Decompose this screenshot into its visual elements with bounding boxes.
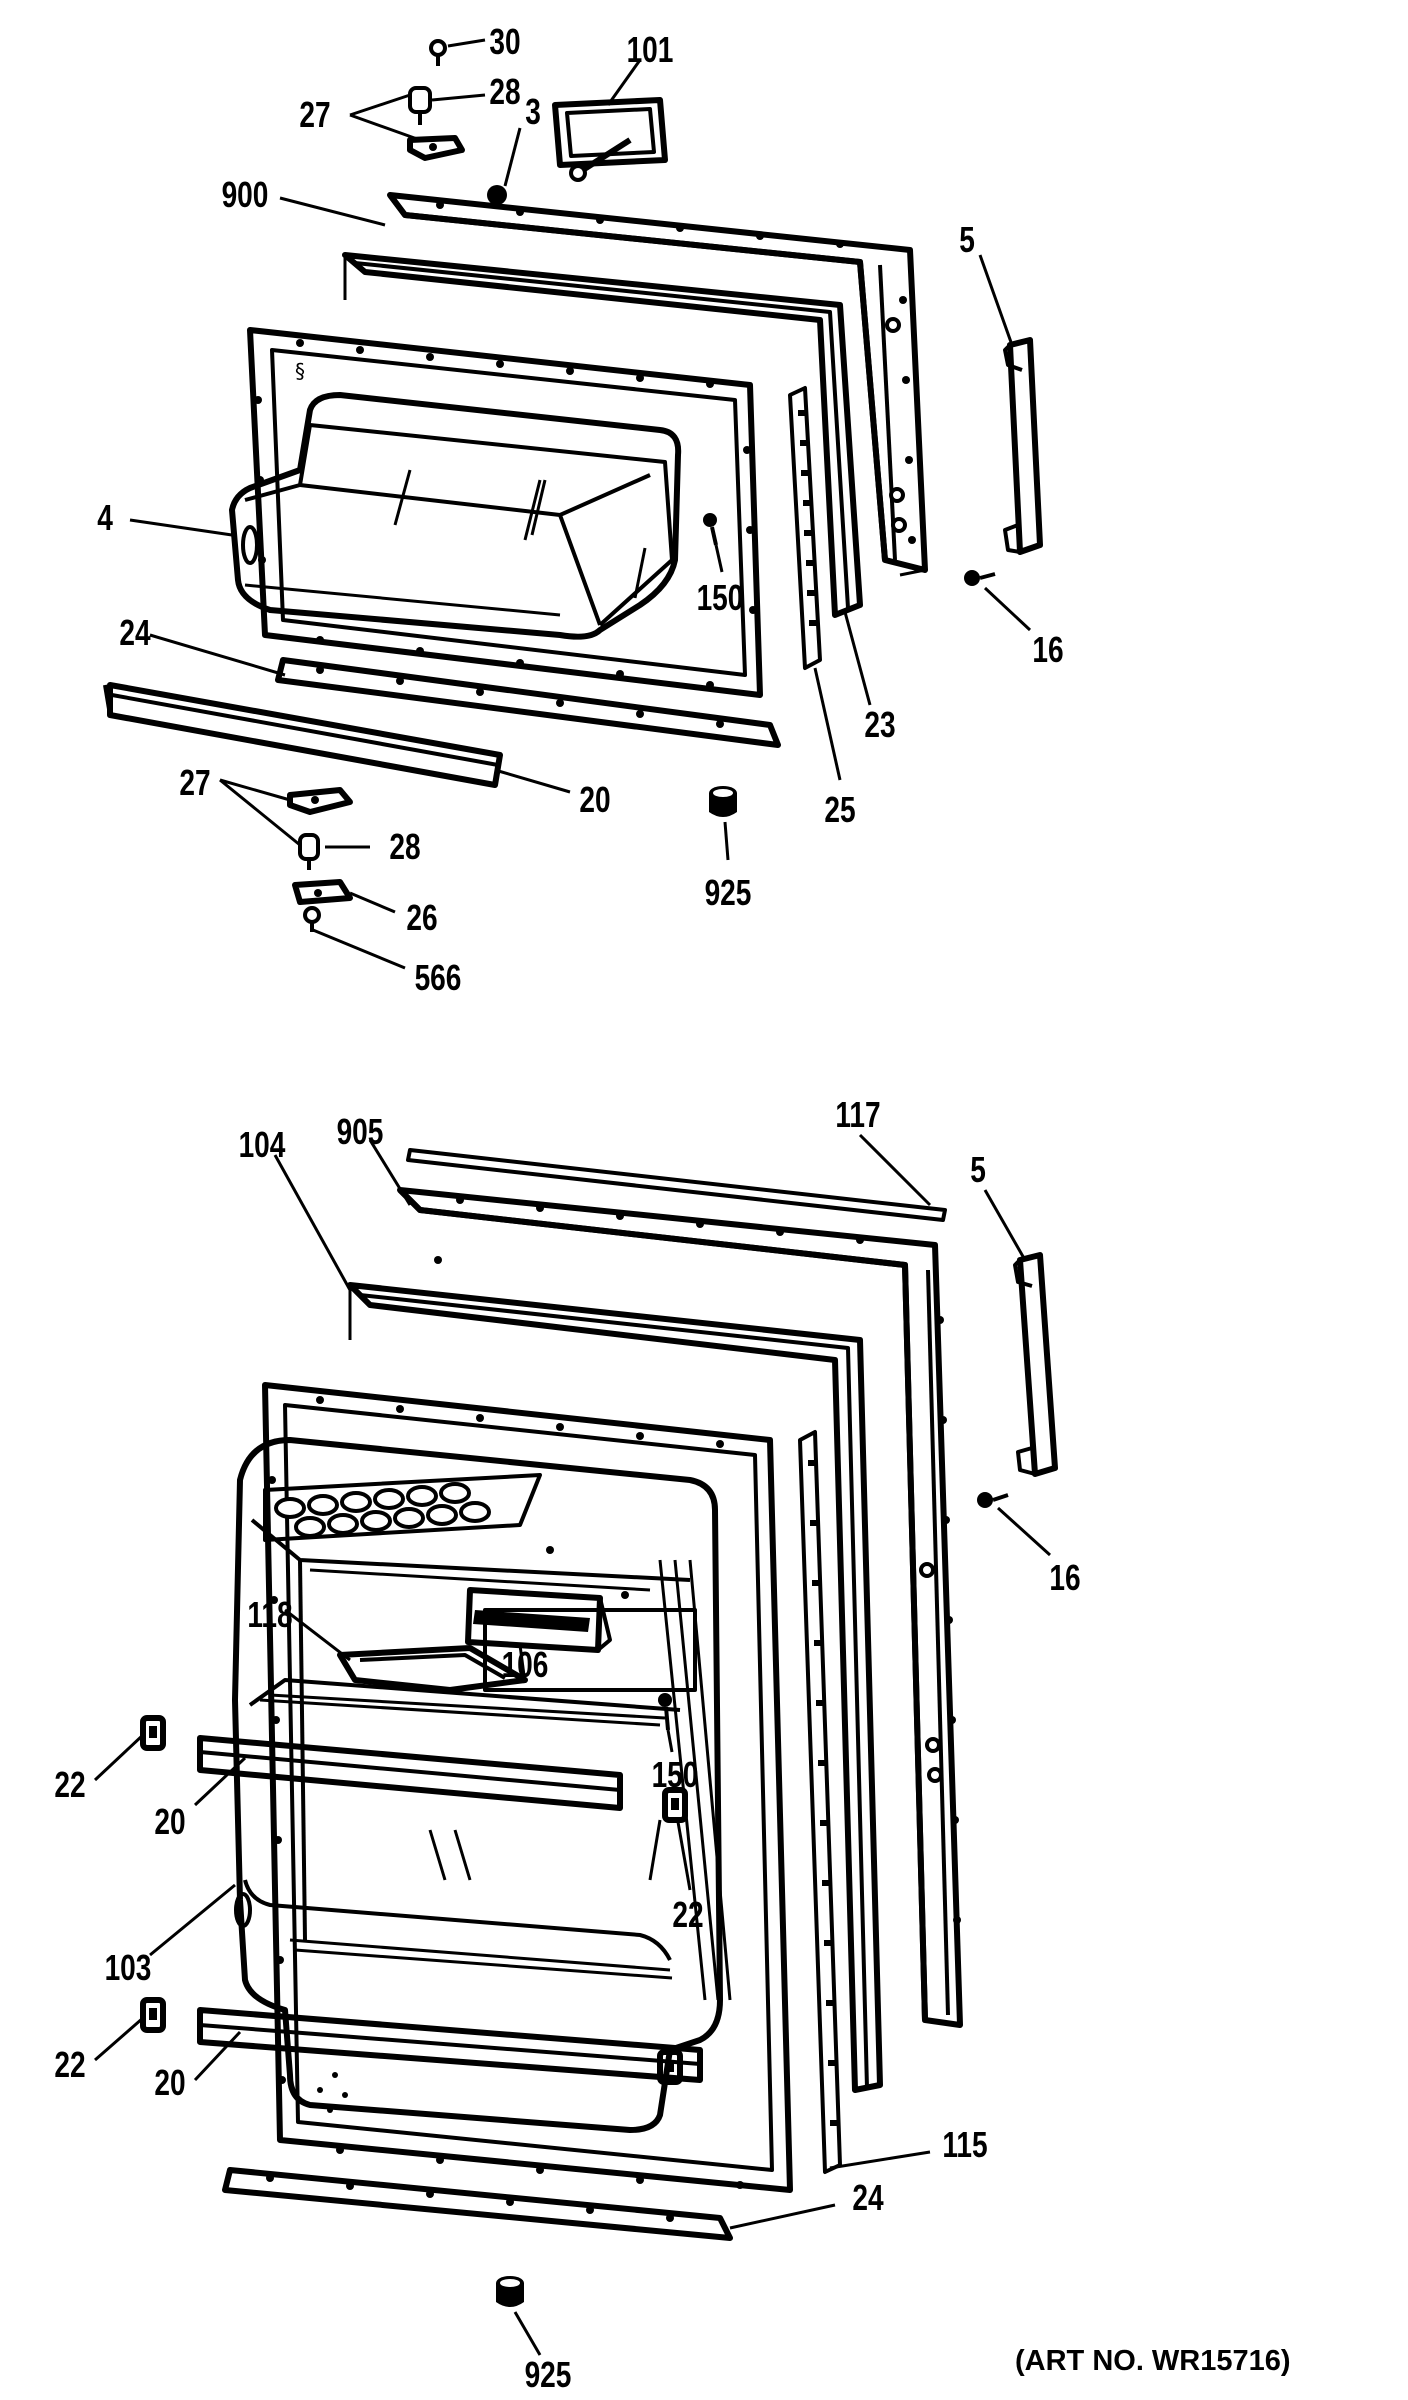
shelf-bar-20-top <box>103 682 503 788</box>
shelf-bar-20-middle <box>197 1735 623 1811</box>
callout-28: 28 <box>489 71 521 112</box>
handle-5-top <box>1003 337 1043 555</box>
outer-door-panel-900 <box>387 192 928 577</box>
callout-5-lower: 5 <box>970 1149 986 1190</box>
shelf-clip-22-right-lower <box>657 2049 683 2085</box>
callout-106: 106 <box>501 1644 549 1685</box>
freezer-door-assembly: § <box>103 39 1043 932</box>
breaker-strip-24-bottom <box>222 2167 733 2241</box>
callout-150-lower: 150 <box>651 1754 699 1795</box>
callout-26: 26 <box>406 897 438 938</box>
callout-16-lower: 16 <box>1049 1557 1081 1598</box>
screw-150-top <box>703 513 718 546</box>
breaker-strip-24-top <box>275 657 781 748</box>
butter-tray-118 <box>337 1645 528 1693</box>
egg-tray <box>263 1473 542 1542</box>
handle-5-bottom <box>1013 1252 1058 1477</box>
screw-150-bottom <box>658 1693 672 1731</box>
callout-925: 925 <box>704 872 752 913</box>
bottom-hinge-assembly <box>287 787 353 932</box>
screw-16-bottom <box>977 1492 1009 1508</box>
callout-30: 30 <box>489 21 521 62</box>
outer-door-panel-905 <box>397 1187 963 2028</box>
callout-104: 104 <box>238 1124 286 1165</box>
callout-4: 4 <box>97 497 113 538</box>
callout-24: 24 <box>119 612 151 653</box>
callout-24-lower: 24 <box>852 2177 884 2218</box>
callout-20: 20 <box>579 779 611 820</box>
callout-103: 103 <box>104 1947 152 1988</box>
callout-22-right: 22 <box>672 1894 704 1935</box>
svg-text:§: § <box>295 359 305 383</box>
shelf-bar-20-lower <box>197 2007 703 2083</box>
hinge-strip-115 <box>798 1430 842 2174</box>
leader-lines <box>93 38 1052 2356</box>
door-liner-103 <box>232 1437 732 2133</box>
callout-905: 905 <box>336 1111 384 1152</box>
leveler-925-bottom <box>496 2276 524 2307</box>
top-hinge-assembly <box>407 39 507 205</box>
leveler-925-top <box>709 786 737 817</box>
freezer-inner-liner-frame: § <box>247 327 763 698</box>
callout-566: 566 <box>414 957 462 998</box>
callout-22-lower: 22 <box>54 2044 86 2085</box>
top-strip-117 <box>406 1148 947 1222</box>
screw-16-top <box>964 570 996 586</box>
door-handle-101 <box>552 97 668 182</box>
callout-22: 22 <box>54 1764 86 1805</box>
door-gasket-104 <box>347 1282 883 2093</box>
fresh-food-inner-liner-frame <box>262 1382 793 2193</box>
shelf-clip-22-lower-left <box>140 1997 166 2033</box>
door-gasket-23 <box>342 252 863 618</box>
callout-16: 16 <box>1032 629 1064 670</box>
callout-28-lower: 28 <box>389 826 421 867</box>
shelf-clip-22-right-upper <box>662 1787 688 1823</box>
callout-20-middle: 20 <box>154 1801 186 1842</box>
shelf-clip-22-upper-left <box>140 1715 166 1751</box>
callout-27-lower: 27 <box>179 762 211 803</box>
callout-117: 117 <box>835 1094 881 1135</box>
door-shelf-rails <box>248 1678 681 1980</box>
freezer-door-shelf-bin-4 <box>229 392 682 640</box>
callout-5: 5 <box>959 219 975 260</box>
callout-101: 101 <box>626 29 674 70</box>
callout-150: 150 <box>696 577 744 618</box>
hinge-strip-25 <box>788 386 822 670</box>
callout-925-lower: 925 <box>524 2354 572 2395</box>
callout-23: 23 <box>864 704 896 745</box>
callout-900: 900 <box>221 174 269 215</box>
callout-27: 27 <box>299 94 331 135</box>
callout-3: 3 <box>525 91 541 132</box>
dairy-compartment-106 <box>465 1587 612 1653</box>
fresh-food-door-assembly <box>140 1148 1058 2307</box>
callout-115: 115 <box>942 2124 988 2165</box>
callout-20-lower: 20 <box>154 2062 186 2103</box>
art-number: (ART NO. WR15716) <box>1015 2345 1291 2377</box>
callout-118: 118 <box>247 1594 293 1635</box>
callout-25: 25 <box>824 789 856 830</box>
